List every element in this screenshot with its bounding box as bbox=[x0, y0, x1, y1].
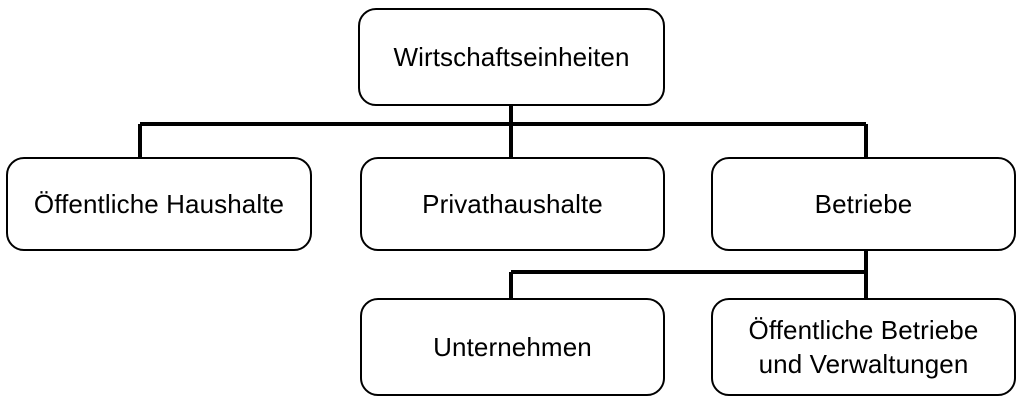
node-label-privathaushalte: Privathaushalte bbox=[422, 189, 603, 219]
node-oeffentliche-betriebe-und-verwaltungen: Öffentliche Betriebe und Verwaltungen bbox=[711, 298, 1016, 396]
node-label-oeffentliche-haushalte: Öffentliche Haushalte bbox=[33, 189, 285, 219]
node-label-betriebe: Betriebe bbox=[814, 189, 913, 219]
node-oeffentliche-haushalte: Öffentliche Haushalte bbox=[6, 157, 312, 251]
node-privathaushalte: Privathaushalte bbox=[360, 157, 665, 251]
node-betriebe: Betriebe bbox=[711, 157, 1016, 251]
node-label-unternehmen: Unternehmen bbox=[433, 332, 592, 362]
node-wirtschaftseinheiten: Wirtschaftseinheiten bbox=[358, 8, 665, 106]
node-unternehmen: Unternehmen bbox=[360, 298, 665, 396]
node-label-oeffentliche-betriebe-und-verwaltungen: Öffentliche Betriebe und Verwaltungen bbox=[748, 315, 979, 379]
node-label-wirtschaftseinheiten: Wirtschaftseinheiten bbox=[393, 42, 630, 72]
